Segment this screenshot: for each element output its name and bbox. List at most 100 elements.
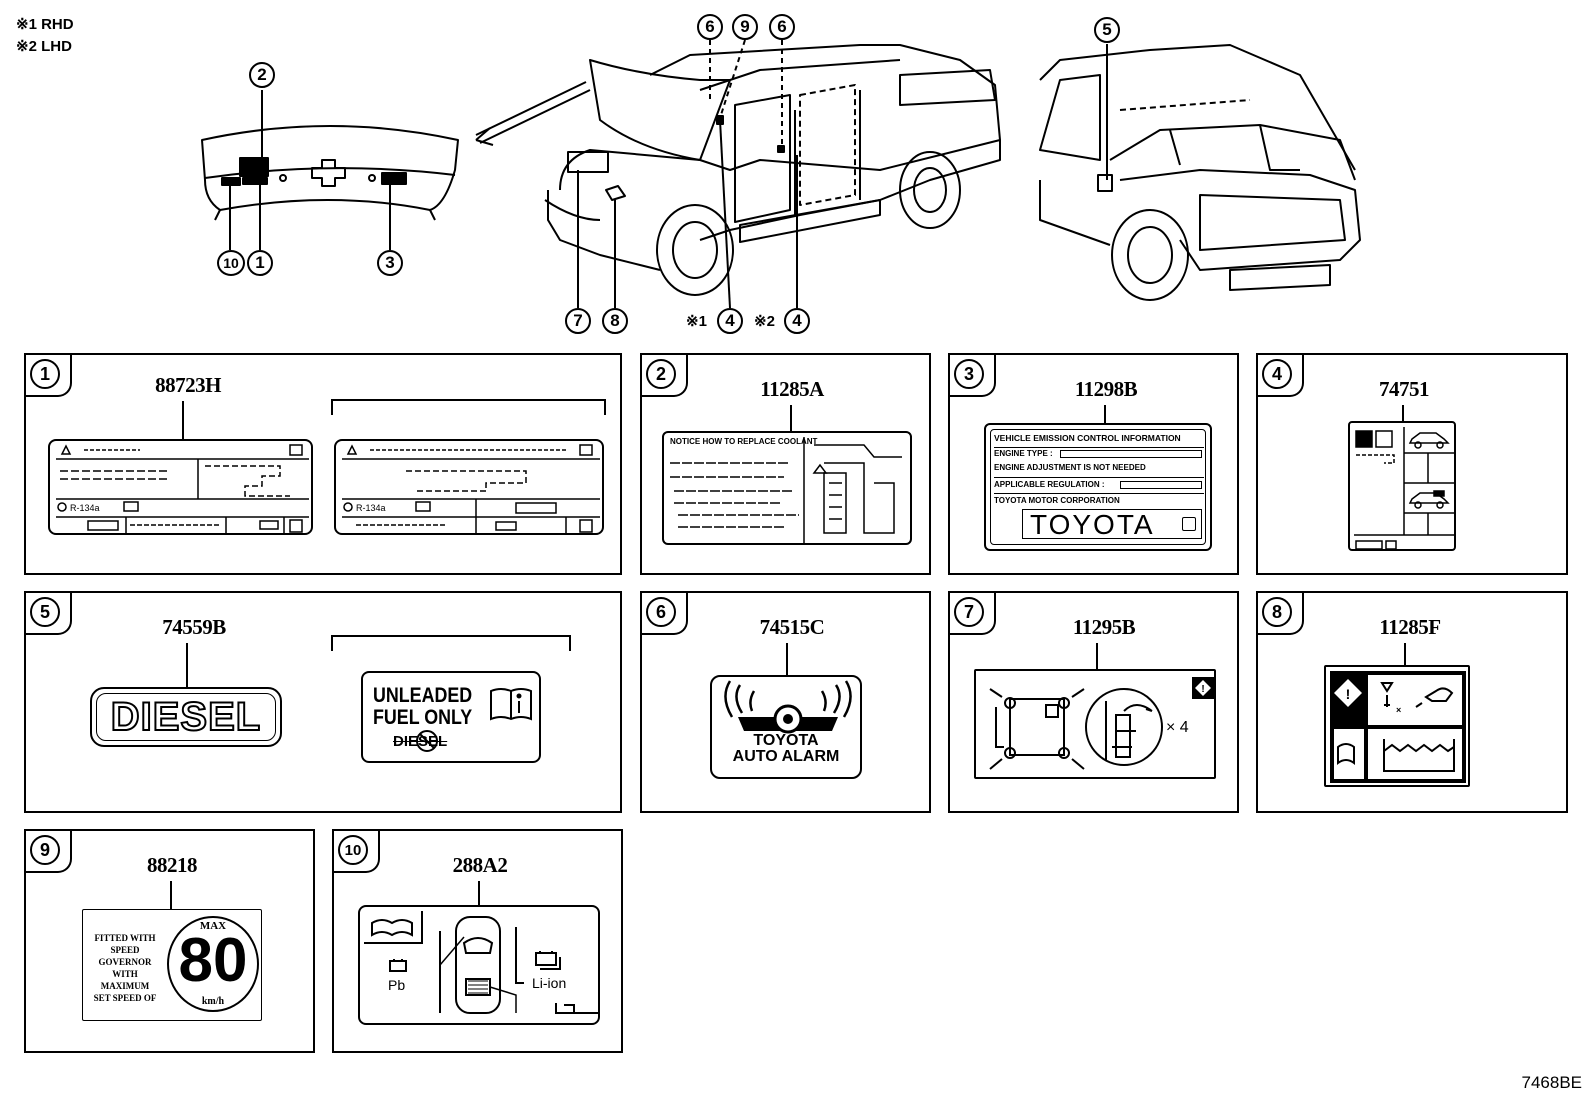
panel-number: 2 [646, 359, 676, 389]
vehicle-overview-drawing [201, 39, 1361, 309]
leader-line [186, 643, 188, 687]
alarm-line-2: AUTO ALARM [732, 748, 840, 765]
note-lhd: ※2 [754, 313, 775, 330]
li-ion-text: Li-ion [532, 975, 567, 991]
emission-line-1: VEHICLE EMISSION CONTROL INFORMATION [994, 433, 1181, 443]
part-code: 74559B [162, 615, 226, 639]
leader-line [170, 881, 172, 911]
panel-10: 10 288A2 Pb Li-ion [332, 829, 623, 1053]
governor-line-4: WITH MAXIMUM [100, 969, 150, 991]
alarm-horn-icon [724, 680, 852, 734]
panel-number: 3 [954, 359, 984, 389]
leader-line [182, 401, 184, 441]
governor-text: FITTED WITH SPEED GOVERNOR WITH MAXIMUM … [87, 932, 163, 1004]
legend: ※1 RHD ※2 LHD [16, 14, 74, 58]
panel-corner [642, 355, 688, 397]
legend-rhd: ※1 RHD [16, 16, 74, 33]
coolant-warning-label: ! × [1324, 665, 1470, 787]
callout-3: 3 [377, 250, 403, 276]
leader-line [790, 405, 792, 433]
emission-line-5: TOYOTA MOTOR CORPORATION [994, 496, 1120, 505]
panel-corner [334, 831, 380, 873]
callout-5: 5 [1094, 17, 1120, 43]
diesel-label: DIESEL [90, 687, 282, 747]
part-code: 88218 [147, 853, 198, 877]
lead-acid-text: Pb [388, 977, 406, 993]
max-text: MAX [199, 920, 227, 932]
emission-line-2: ENGINE TYPE : [994, 449, 1053, 458]
leader-line [1096, 643, 1098, 671]
emission-label: VEHICLE EMISSION CONTROL INFORMATION ENG… [984, 423, 1212, 551]
divider [994, 493, 1204, 494]
coolant-notice-header: NOTICE HOW TO REPLACE COOLANT [670, 437, 818, 446]
brand-box [1022, 509, 1202, 539]
leader-line [1104, 405, 1106, 425]
panel-number: 10 [338, 835, 368, 865]
panel-corner [26, 831, 72, 873]
callout-1: 1 [247, 250, 273, 276]
callout-8: 8 [602, 308, 628, 334]
panel-number: 7 [954, 597, 984, 627]
panel-corner [642, 593, 688, 635]
manual-book-icon [490, 688, 532, 721]
panel-number: 5 [30, 597, 60, 627]
ac-label-left: R-134a [48, 439, 313, 535]
leader-line [786, 643, 788, 677]
panel-corner [1258, 355, 1304, 397]
leader-line [1404, 643, 1406, 667]
coolant-notice-label: NOTICE HOW TO REPLACE COOLANT [662, 431, 912, 545]
callout-10: 10 [217, 250, 245, 276]
part-code: 11295B [1072, 615, 1136, 639]
panel-corner [26, 355, 72, 397]
diesel-text: DIESEL [110, 694, 262, 740]
unleaded-line-2: FUEL ONLY [373, 706, 473, 729]
panel-corner [950, 593, 996, 635]
panel-1: 1 88723H R-134a [24, 353, 622, 575]
emission-line-4: APPLICABLE REGULATION : [994, 480, 1105, 489]
battery-type-label: Pb Li-ion [358, 905, 600, 1025]
part-code: 11285F [1379, 615, 1441, 639]
hood-underside-drawing [201, 125, 459, 221]
engine-type-box [1060, 450, 1202, 458]
callout-6a: 6 [697, 14, 723, 40]
ac-label-right: R-134a [334, 439, 604, 535]
callout-6b: 6 [769, 14, 795, 40]
times-four-text: × 4 [1166, 719, 1189, 736]
unleaded-fuel-label: UNLEADED FUEL ONLY DIESEL [361, 671, 541, 763]
speed-unit: km/h [201, 996, 225, 1007]
tire-info-graphic [1354, 427, 1454, 550]
leader-line [478, 881, 480, 905]
governor-line-2: SPEED [110, 945, 140, 955]
variant-bracket [331, 635, 571, 651]
panel-4: 4 74751 [1256, 353, 1568, 575]
tire-info-label [1348, 421, 1456, 551]
toyota-brand: TOYOTA [1030, 509, 1155, 540]
unleaded-line-1: UNLEADED [373, 684, 473, 707]
panel-2: 2 11285A NOTICE HOW TO REPLACE COOLANT [640, 353, 931, 575]
ac-label-left-graphic: R-134a [56, 444, 309, 533]
part-code: 11298B [1074, 377, 1138, 401]
governor-line-1: FITTED WITH [94, 933, 156, 943]
variant-bracket [331, 399, 606, 415]
alarm-line-1: TOYOTA [753, 732, 819, 749]
panel-5: 5 74559B DIESEL UNLEADED FUEL ONLY DIESE… [24, 591, 622, 813]
regulation-box [1120, 481, 1202, 489]
panel-8: 8 11285F ! × [1256, 591, 1568, 813]
emission-line-3: ENGINE ADJUSTMENT IS NOT NEEDED [994, 463, 1146, 472]
pickup-front-drawing [544, 44, 1001, 296]
refrigerant-text: R-134a [70, 503, 100, 513]
ac-label-right-graphic: R-134a [342, 444, 600, 533]
part-code: 74515C [759, 615, 825, 639]
panel-number: 9 [30, 835, 60, 865]
governor-line-5: SET SPEED OF [93, 993, 157, 1003]
caution-mark: ! [1201, 684, 1204, 695]
callout-7: 7 [565, 308, 591, 334]
callout-4-lhd: 4 [784, 308, 810, 334]
prohibited-icon [416, 730, 438, 752]
panel-corner [950, 355, 996, 397]
panel-3: 3 11298B VEHICLE EMISSION CONTROL INFORM… [948, 353, 1239, 575]
alarm-text: TOYOTA AUTO ALARM [712, 733, 860, 765]
callout-4-rhd: 4 [717, 308, 743, 334]
panel-number: 1 [30, 359, 60, 389]
panel-7: 7 11295B ! × 4 [948, 591, 1239, 813]
